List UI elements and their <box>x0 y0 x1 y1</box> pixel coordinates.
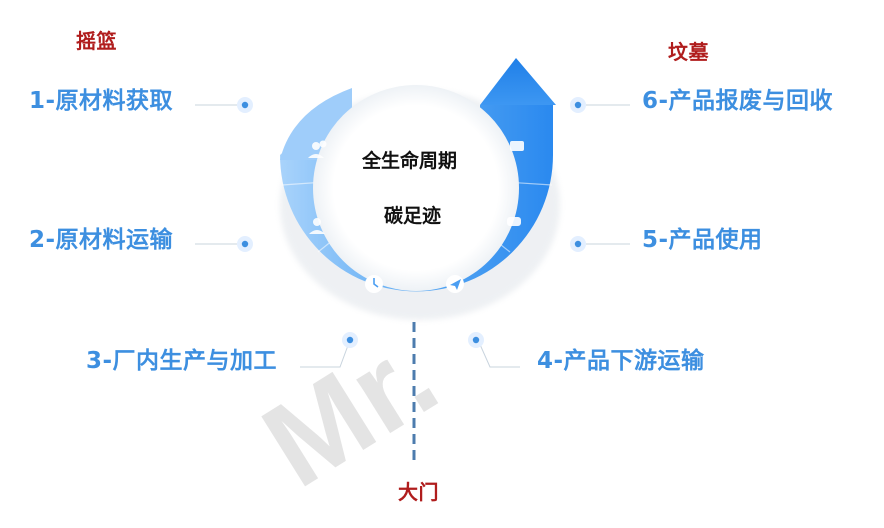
connector-dots <box>237 97 586 348</box>
box-icon <box>510 141 524 151</box>
step-4-label: 4-产品下游运输 <box>537 348 705 374</box>
step-2-label: 2-原材料运输 <box>29 227 174 253</box>
cradle-label: 摇篮 <box>76 29 117 53</box>
worker-icon <box>309 218 325 234</box>
step-1-label: 1-原材料获取 <box>29 88 174 114</box>
step-3-label: 3-厂内生产与加工 <box>86 348 278 374</box>
center-subtitle: 碳足迹 <box>384 205 442 227</box>
step-5-label: 5-产品使用 <box>642 227 763 253</box>
up-arrow-icon <box>480 58 556 105</box>
people-icon <box>308 140 327 158</box>
center-circle <box>313 85 519 291</box>
grave-label: 坟墓 <box>668 40 709 64</box>
gate-label: 大门 <box>398 480 439 504</box>
step-6-label: 6-产品报废与回收 <box>642 88 834 114</box>
handshake-icon <box>507 217 521 226</box>
center-title: 全生命周期 <box>362 150 458 172</box>
